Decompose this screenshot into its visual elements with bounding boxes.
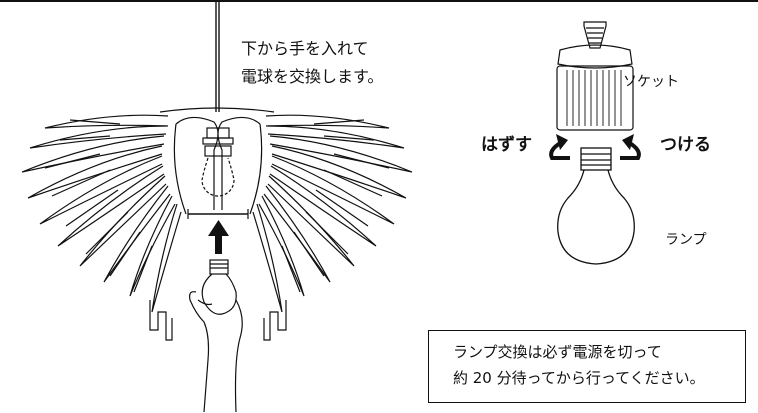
up-arrow-icon (208, 220, 229, 254)
instruction-text: 下から手を入れて 電球を交換します。 (241, 35, 383, 91)
hand-with-bulb-illustration (189, 259, 243, 413)
top-border-line (0, 0, 758, 2)
socket-label: ソケット (623, 74, 679, 90)
attach-label: つける (660, 135, 711, 155)
lamp-bulb-illustration (557, 147, 635, 265)
caution-note-line-2: 約 20 分待ってから行ってください。 (453, 369, 705, 387)
lamp-label: ランプ (665, 232, 707, 248)
caution-note-box: ランプ交換は必ず電源を切って 約 20 分待ってから行ってください。 (428, 330, 746, 403)
socket-illustration (556, 21, 634, 131)
rotate-left-arrow-icon (549, 134, 570, 160)
pendant-lamp-illustration (21, 2, 413, 341)
instruction-line-1: 下から手を入れて (241, 39, 369, 58)
caution-note-line-1: ランプ交換は必ず電源を切って (453, 343, 662, 361)
rotate-right-arrow-icon (620, 134, 641, 160)
remove-label: はずす (481, 135, 532, 155)
instruction-line-2: 電球を交換します。 (241, 67, 384, 86)
